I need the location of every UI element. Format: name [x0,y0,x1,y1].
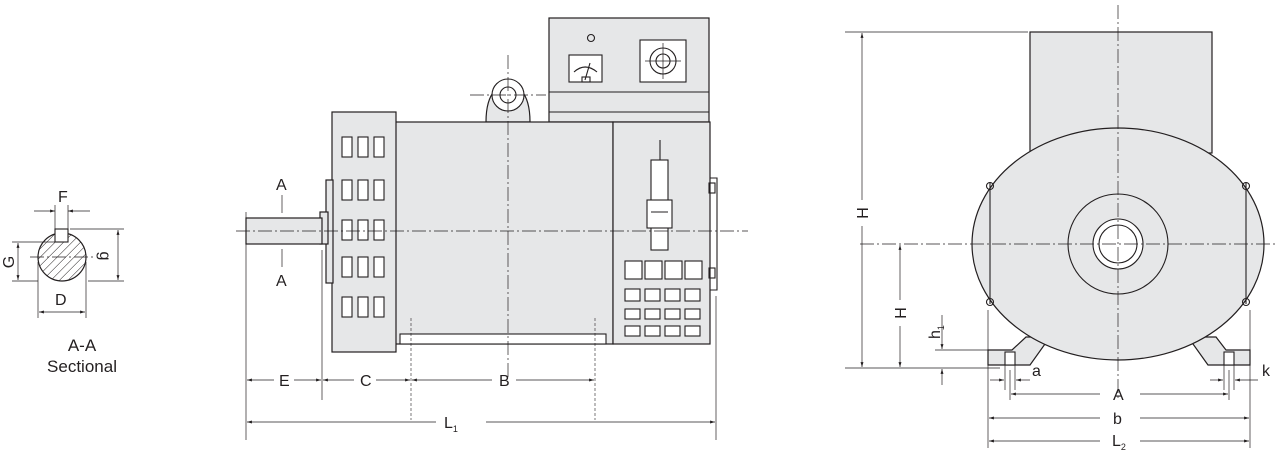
dim-label-c: C [360,373,372,390]
dim-label-b: B [499,373,510,390]
generator-main-body [394,121,614,345]
dim-label-d: D [55,292,67,309]
dim-label-l1: L1 [444,415,458,434]
cut-label-bottom: A [276,273,287,290]
dim-label-h-total: H [855,207,872,219]
cut-label-top: A [276,177,287,194]
dim-label-a-large: A [1113,387,1124,404]
dim-label-g-upper: G [1,256,18,268]
dim-label-g-lower: g [96,252,113,261]
section-subtitle: Sectional [47,357,117,376]
shaft-section-view: F g G D A-A Sectional [1,189,124,376]
dim-label-f: F [58,189,68,206]
drive-end-vents [341,136,385,318]
dim-label-e: E [279,373,290,390]
dim-label-a-small: a [1032,363,1041,380]
control-end-vents [624,260,703,337]
section-title: A-A [68,336,97,355]
dim-label-h-axis: H [893,307,910,319]
dim-label-b-small: b [1113,411,1122,428]
base-rail [399,333,607,345]
dim-label-h1: h1 [927,325,946,339]
front-view: H H h1 a k A b L2 [845,5,1275,452]
keyway [54,228,69,243]
dim-label-l2: L2 [1112,433,1126,452]
dim-label-k: k [1262,363,1271,380]
side-view: A A E C B L1 [236,17,748,440]
